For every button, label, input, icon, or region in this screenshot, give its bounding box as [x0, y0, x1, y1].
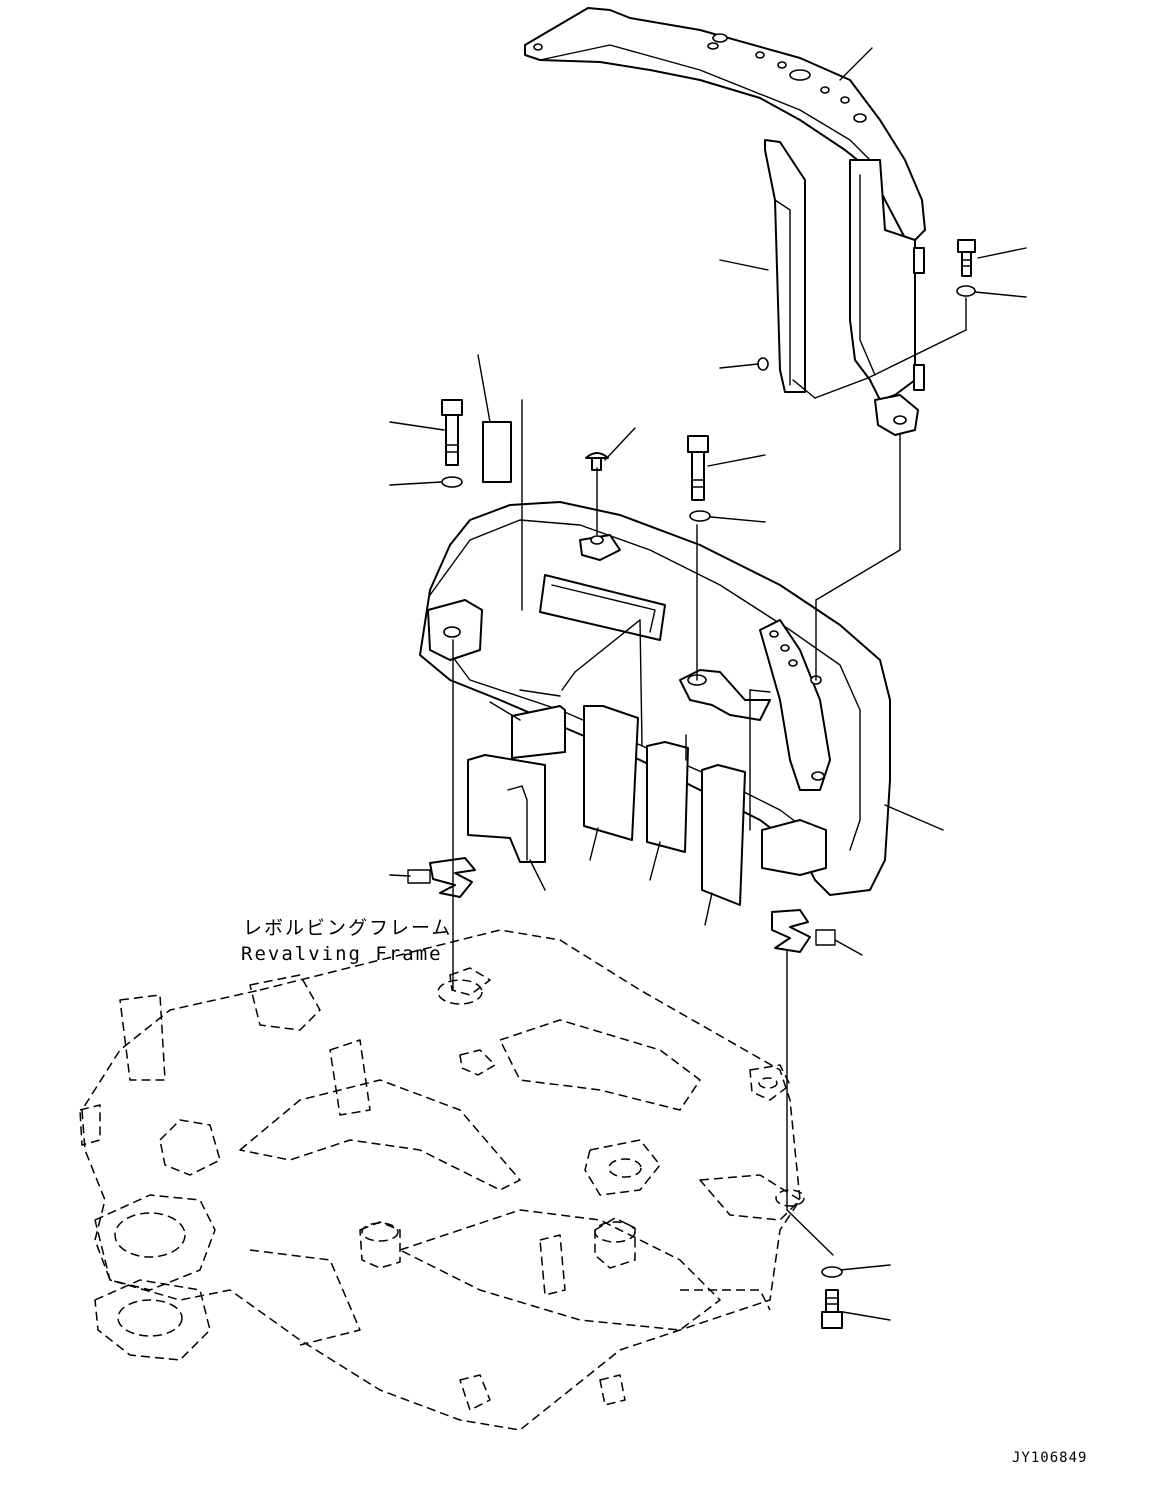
- bolt-icon: [957, 239, 976, 277]
- frame-label-jp: レボルビングフレーム: [243, 917, 452, 939]
- revolving-frame: [79, 929, 805, 1431]
- weight-block: [482, 421, 512, 483]
- washer-icon: [821, 1266, 843, 1278]
- counterweight: [419, 501, 891, 896]
- spacer-icon: [771, 909, 836, 953]
- bolt-icon: [687, 435, 709, 501]
- weight-plates: [467, 705, 746, 906]
- washer-icon: [689, 510, 711, 522]
- spacer-icon: [407, 857, 476, 898]
- frame-label-en: Revalving Frame: [241, 943, 443, 965]
- washer-icon: [956, 285, 976, 297]
- bolt-icon: [441, 399, 463, 466]
- counterweight-bracket: [524, 7, 926, 436]
- bolt-icon: [821, 1289, 843, 1329]
- washer-icon: [757, 357, 769, 371]
- washer-icon: [441, 476, 463, 488]
- drawing-code: JY106849: [1012, 1450, 1087, 1466]
